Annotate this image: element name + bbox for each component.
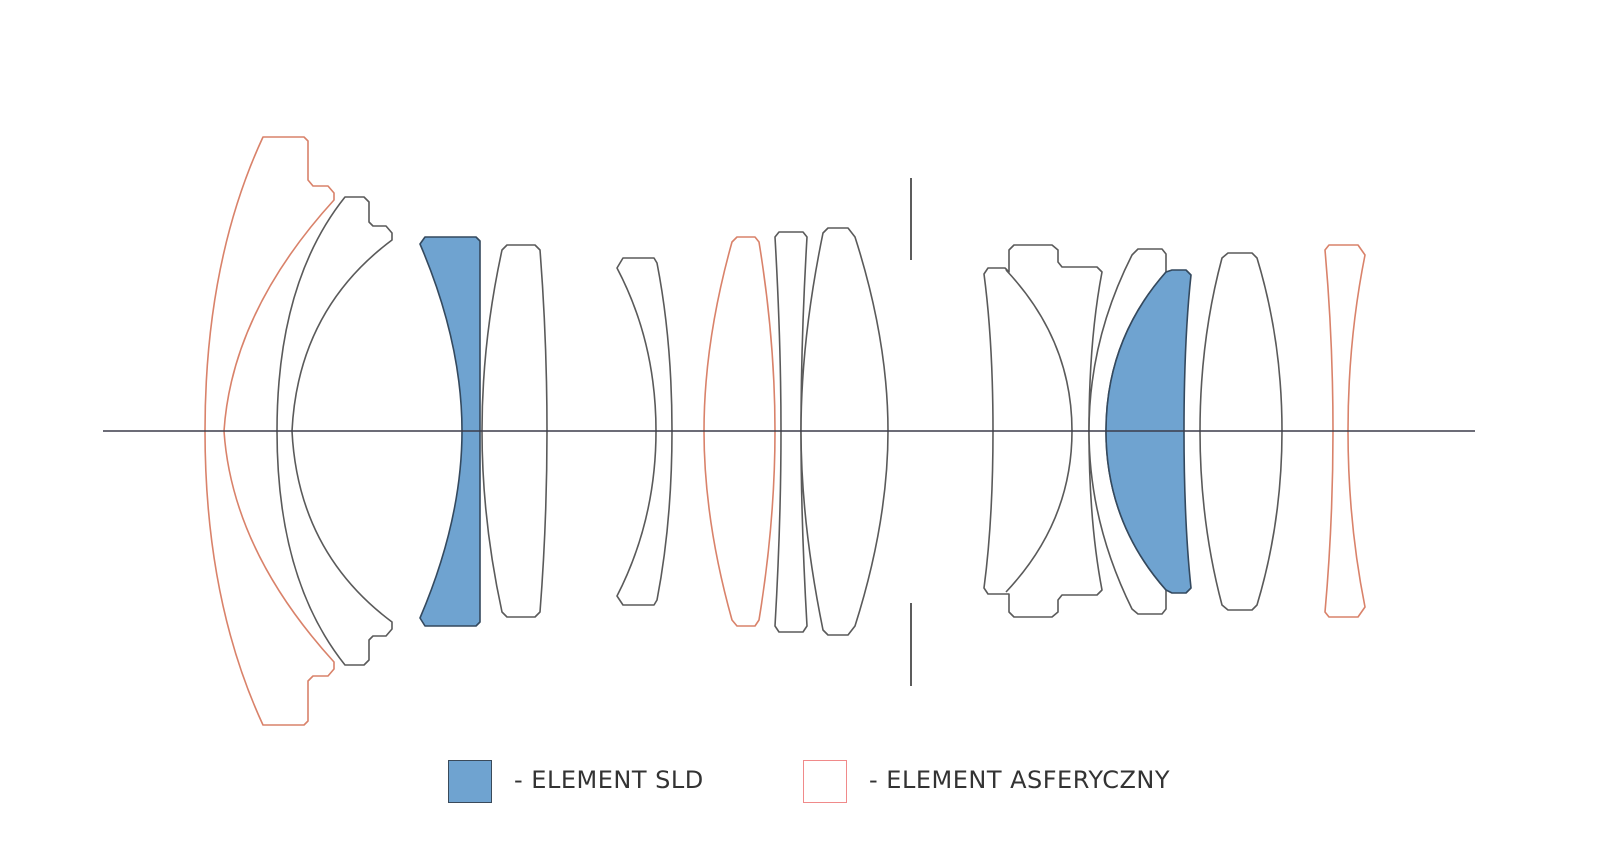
lens-element-2 bbox=[276, 196, 393, 666]
legend-aspherical-label: - ELEMENT ASFERYCZNY bbox=[869, 766, 1171, 794]
lens-element-5 bbox=[616, 257, 673, 606]
lens-element-7 bbox=[774, 231, 808, 633]
legend-sld-label: - ELEMENT SLD bbox=[514, 766, 704, 794]
lens-element-3-sld bbox=[419, 236, 481, 627]
lens-element-1-aspherical bbox=[204, 136, 335, 726]
legend-sld-swatch bbox=[448, 760, 492, 803]
legend-aspherical-swatch bbox=[803, 760, 847, 803]
